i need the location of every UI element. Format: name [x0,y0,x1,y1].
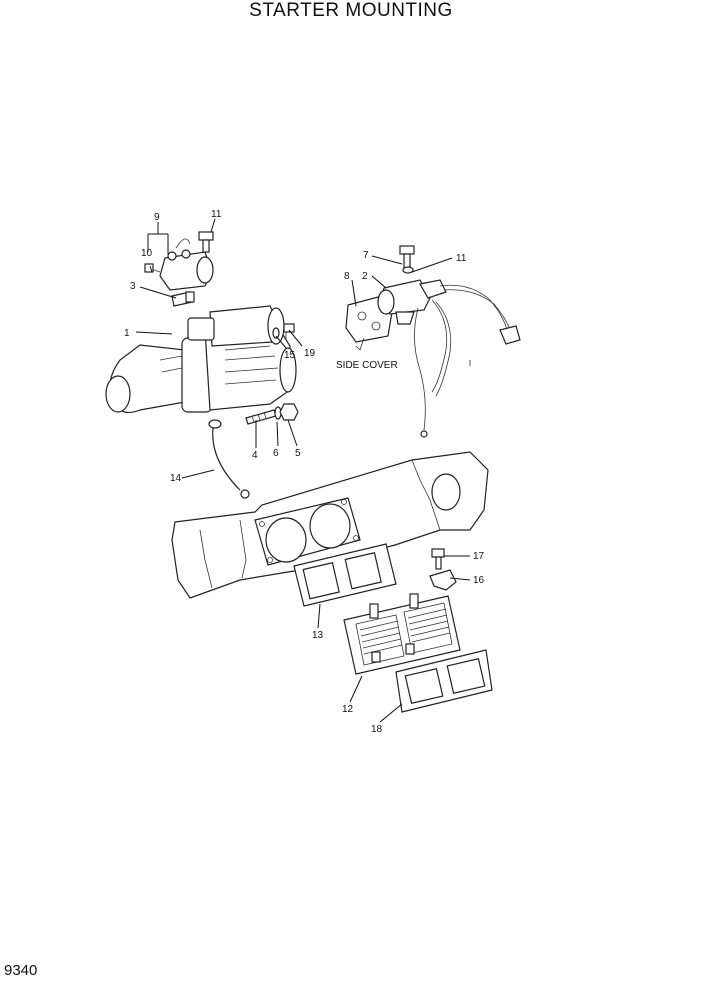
leader-lines [135,218,471,723]
gasket-18 [395,649,493,713]
callout-labels: 9 10 11 3 1 15 19 4 6 5 14 7 11 8 2 SIDE… [124,209,485,735]
callout-2: 2 [362,271,368,282]
callout-4: 4 [252,450,258,461]
callout-3: 3 [130,281,136,292]
callout-17: 17 [473,551,485,562]
gasket-13 [293,543,397,607]
intake-manifold [171,451,489,599]
callout-10: 10 [141,248,153,259]
stud-washer-nut-4-6-5 [245,403,299,425]
callout-16: 16 [473,575,485,586]
callout-13: 13 [312,630,324,641]
callout-11-left: 11 [211,209,222,220]
callout-8: 8 [344,271,350,282]
callout-15: 15 [284,350,296,361]
callout-12: 12 [342,704,354,715]
page-title: STARTER MOUNTING [249,0,453,21]
ground-cable-14 [208,419,250,499]
washer-bolt-15-19 [272,323,295,340]
callout-19: 19 [304,348,316,359]
callout-6: 6 [273,448,279,459]
side-cover-assembly [345,245,521,438]
callout-7: 7 [363,250,369,261]
side-cover-label: SIDE COVER [336,360,398,371]
callout-11-right: 11 [456,253,467,264]
callout-14: 14 [170,473,182,484]
bolt-11-left [198,231,214,253]
bracket-bolt-16-17 [429,548,457,591]
air-heater-12 [343,593,461,675]
callout-9: 9 [154,212,160,223]
callout-5: 5 [295,448,301,459]
starter-motor [105,305,297,413]
callout-18: 18 [371,724,383,735]
page-number: 9340 [4,962,38,979]
bolt-3 [171,291,195,307]
callout-1: 1 [124,328,130,339]
